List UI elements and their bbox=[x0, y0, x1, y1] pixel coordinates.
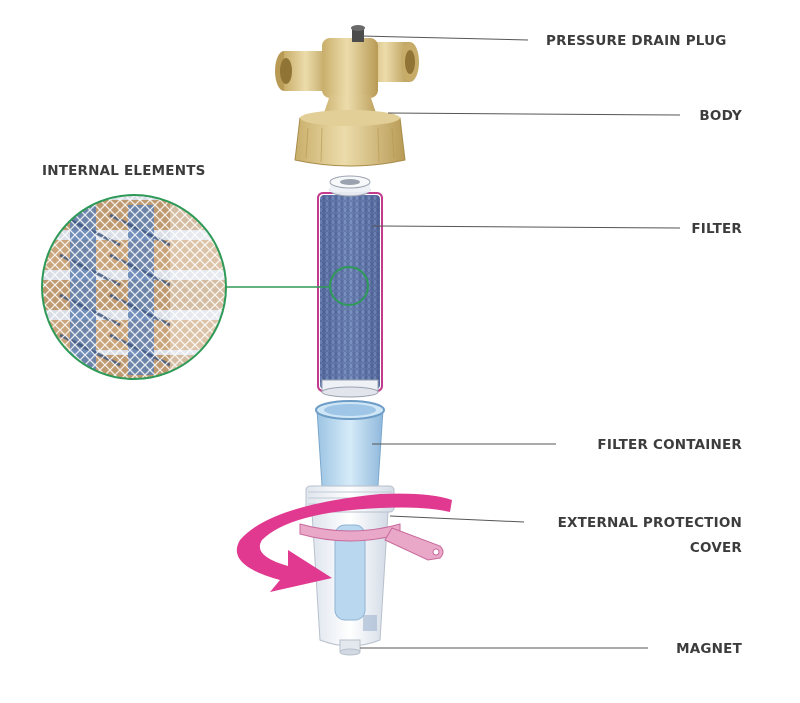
leader-lines bbox=[360, 35, 681, 649]
label-body: BODY bbox=[699, 108, 742, 124]
filter-part bbox=[317, 175, 383, 398]
leader-line-body bbox=[387, 112, 681, 116]
body-part bbox=[275, 38, 419, 167]
label-external-protection-cover-line2: COVER bbox=[690, 540, 742, 556]
zoom-highlight-circle bbox=[329, 266, 369, 306]
pressure-drain-plug-part bbox=[351, 25, 365, 42]
leader-line-external-protection-cover bbox=[389, 515, 525, 523]
label-pressure-drain-plug: PRESSURE DRAIN PLUG bbox=[546, 33, 727, 49]
label-external-protection-cover-line1: EXTERNAL PROTECTION bbox=[558, 515, 742, 531]
leader-line-filter bbox=[371, 225, 681, 229]
internal-elements-zoom bbox=[41, 194, 227, 380]
label-filter-container: FILTER CONTAINER bbox=[597, 437, 742, 453]
filter-container-part bbox=[315, 400, 385, 501]
rotation-arrow-icon bbox=[236, 493, 452, 592]
label-magnet: MAGNET bbox=[676, 641, 742, 657]
leader-line-pressure-drain-plug bbox=[361, 35, 529, 41]
magnet-part bbox=[339, 639, 361, 656]
label-filter: FILTER bbox=[691, 221, 742, 237]
label-internal-elements: INTERNAL ELEMENTS bbox=[42, 163, 206, 179]
